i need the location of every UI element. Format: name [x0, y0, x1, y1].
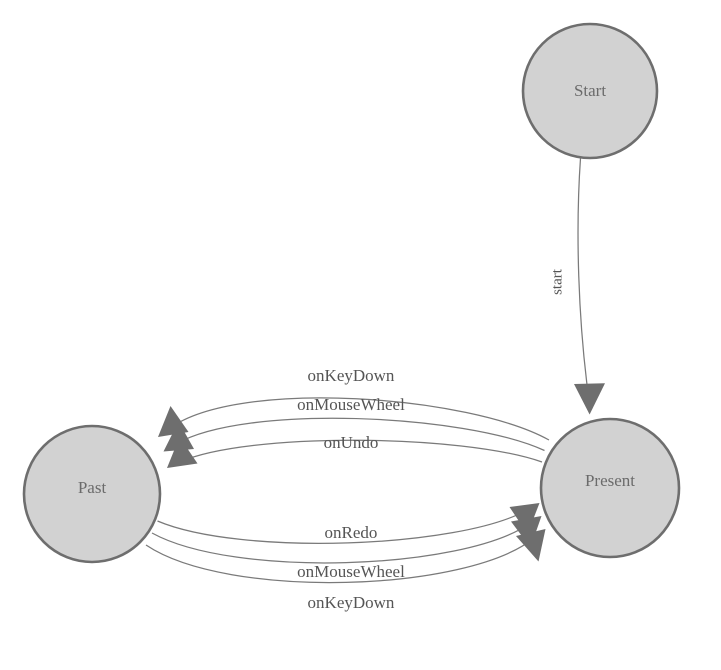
arrowhead-past-present-3: [516, 529, 546, 562]
arrowhead-present-past-3: [167, 437, 198, 468]
arrowhead-past-present-2: [511, 516, 542, 548]
edge-label-past-present-1: onRedo: [325, 523, 378, 542]
edge-present-to-past-onundo[interactable]: onUndo: [167, 433, 543, 468]
edge-path-past-present-2: [151, 523, 530, 564]
edge-past-to-present-onmousewheel[interactable]: onMouseWheel: [151, 516, 542, 581]
node-present-label: Present: [585, 471, 635, 490]
node-past-label: Past: [78, 478, 107, 497]
node-past[interactable]: Past: [22, 424, 162, 564]
node-start-circle[interactable]: [521, 22, 659, 160]
edge-label-start: start: [549, 268, 565, 295]
node-present-circle[interactable]: [539, 417, 681, 559]
edge-path-past-present-1: [157, 509, 528, 544]
edge-present-to-past-onmousewheel[interactable]: onMouseWheel: [163, 395, 545, 452]
node-present[interactable]: Present: [539, 417, 681, 559]
arrowhead-present-past-2: [163, 421, 194, 452]
edge-label-present-past-1: onKeyDown: [308, 366, 395, 385]
arrowhead-past-present-1: [509, 503, 540, 534]
node-past-circle[interactable]: [22, 424, 162, 564]
edge-path-present-past-1: [169, 397, 550, 441]
edge-path-past-present-3: [145, 537, 535, 584]
edge-path-present-past-2: [175, 417, 545, 452]
edge-past-to-present-onredo[interactable]: onRedo: [157, 503, 540, 544]
edge-path-start-present: [577, 158, 590, 401]
edge-label-present-past-3: onUndo: [324, 433, 379, 452]
edge-past-to-present-onkeydown[interactable]: onKeyDown: [145, 529, 546, 612]
edge-label-past-present-2: onMouseWheel: [297, 562, 405, 581]
edge-path-present-past-3: [179, 439, 543, 463]
arrowhead-start-present: [574, 383, 605, 415]
edge-start-to-present[interactable]: start: [549, 158, 605, 415]
node-start[interactable]: Start: [521, 22, 659, 160]
edge-label-present-past-2: onMouseWheel: [297, 395, 405, 414]
edge-label-past-present-3: onKeyDown: [308, 593, 395, 612]
node-start-label: Start: [574, 81, 606, 100]
